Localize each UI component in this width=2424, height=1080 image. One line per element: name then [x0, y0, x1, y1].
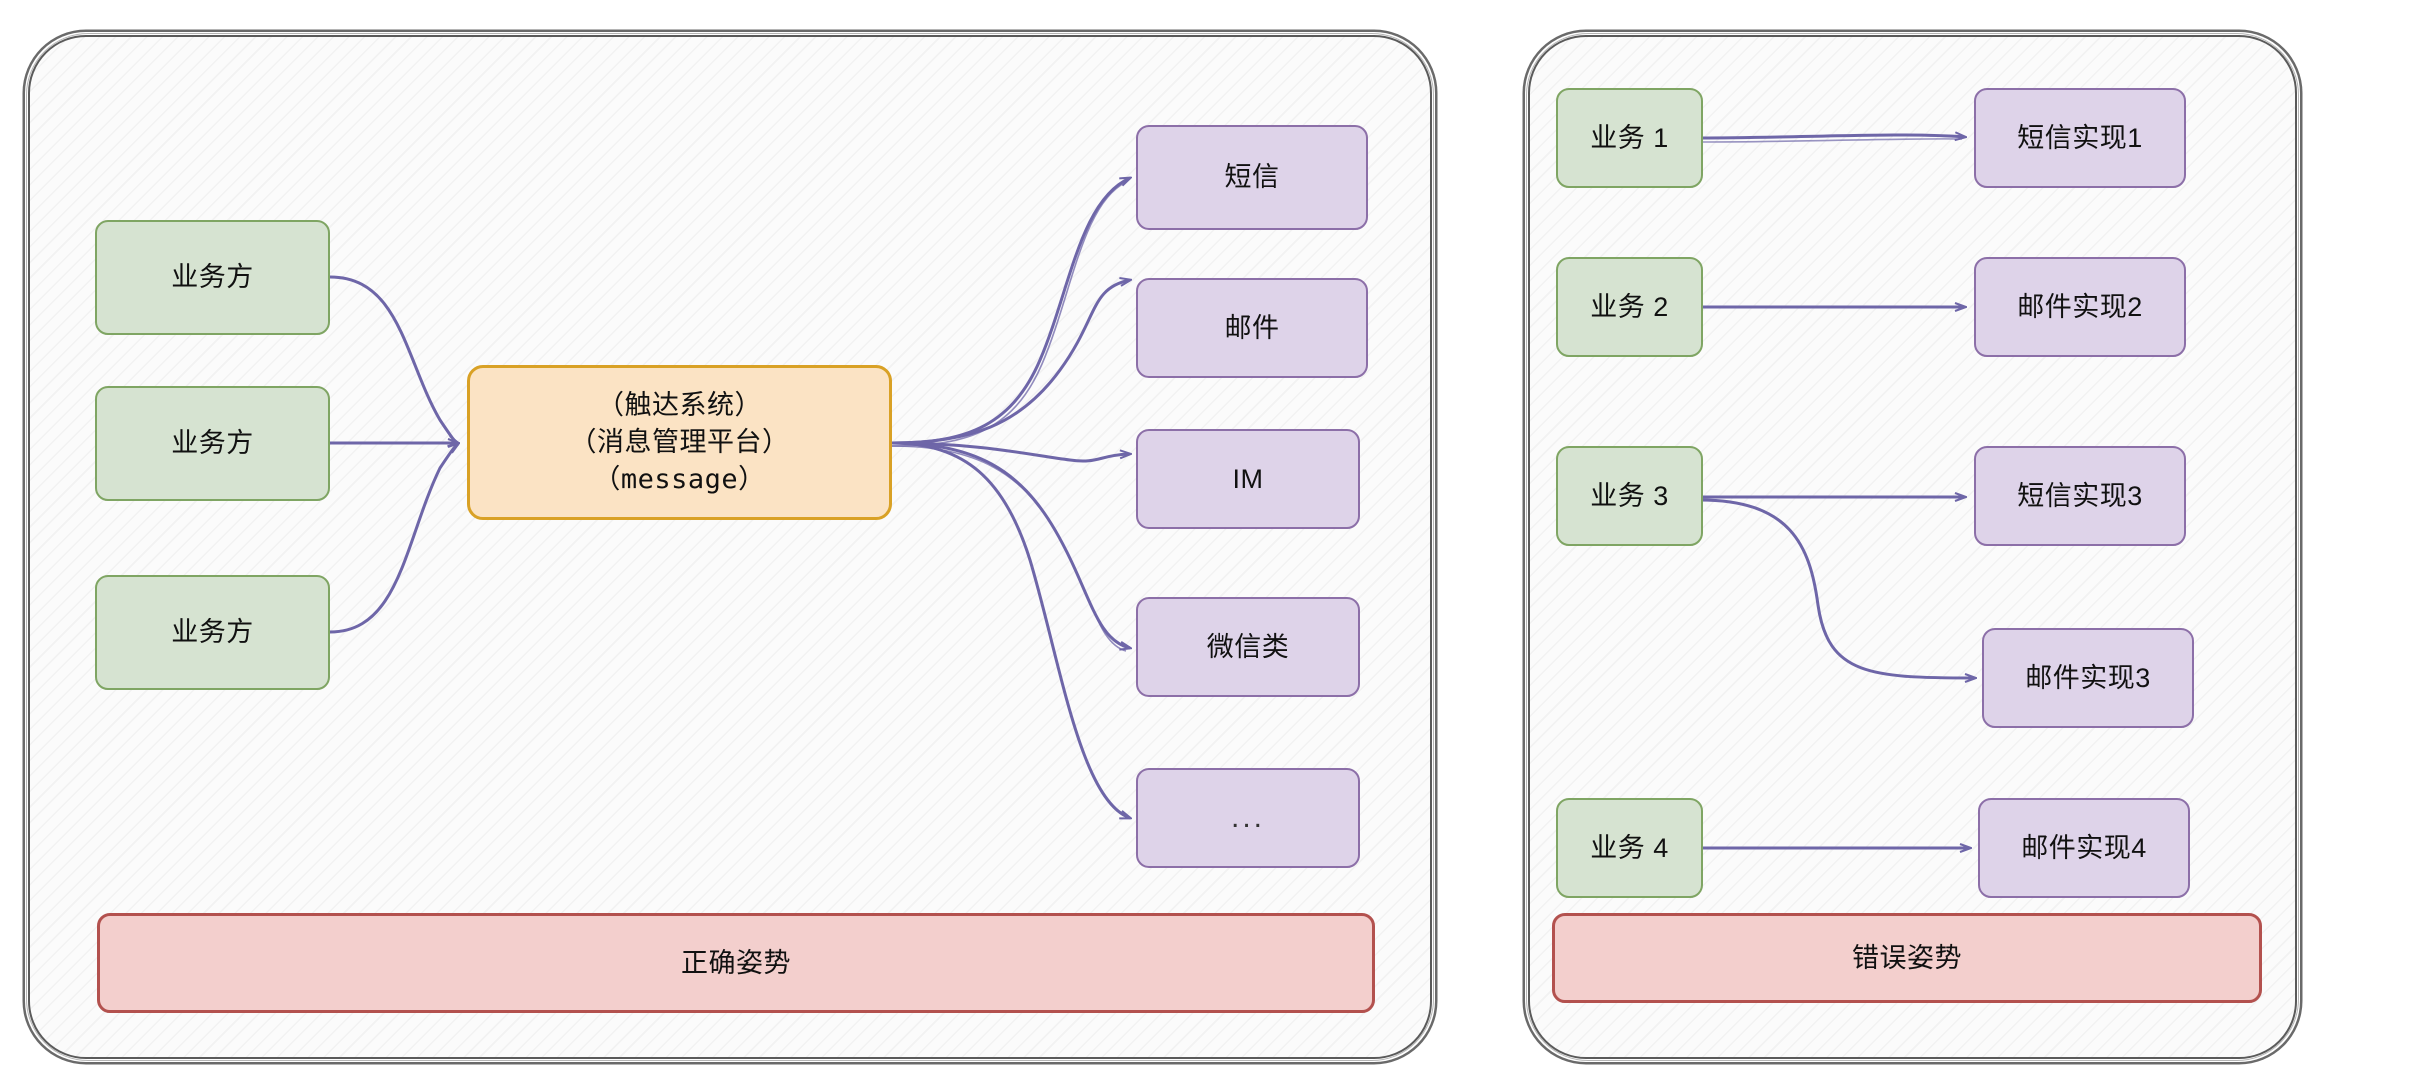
right-panel-caption: 错误姿势	[1552, 913, 2262, 1003]
node-service-4[interactable]: 业务 4	[1556, 798, 1703, 898]
node-producer-2[interactable]: 业务方	[95, 386, 330, 501]
node-channel-email[interactable]: 邮件	[1136, 278, 1368, 378]
node-channel-wechat[interactable]: 微信类	[1136, 597, 1360, 697]
node-impl-email-2[interactable]: 邮件实现2	[1974, 257, 2186, 357]
node-service-3[interactable]: 业务 3	[1556, 446, 1703, 546]
right-panel-container	[1526, 33, 2299, 1061]
node-impl-sms-1[interactable]: 短信实现1	[1974, 88, 2186, 188]
node-service-1[interactable]: 业务 1	[1556, 88, 1703, 188]
node-channel-im[interactable]: IM	[1136, 429, 1360, 529]
node-impl-email-4[interactable]: 邮件实现4	[1978, 798, 2190, 898]
node-producer-3[interactable]: 业务方	[95, 575, 330, 690]
node-service-2[interactable]: 业务 2	[1556, 257, 1703, 357]
node-channel-sms[interactable]: 短信	[1136, 125, 1368, 230]
node-message-hub[interactable]: （触达系统） （消息管理平台） （message）	[467, 365, 892, 520]
node-impl-sms-3[interactable]: 短信实现3	[1974, 446, 2186, 546]
node-producer-1[interactable]: 业务方	[95, 220, 330, 335]
node-channel-other[interactable]: ...	[1136, 768, 1360, 868]
left-panel-caption: 正确姿势	[97, 913, 1375, 1013]
node-impl-email-3[interactable]: 邮件实现3	[1982, 628, 2194, 728]
